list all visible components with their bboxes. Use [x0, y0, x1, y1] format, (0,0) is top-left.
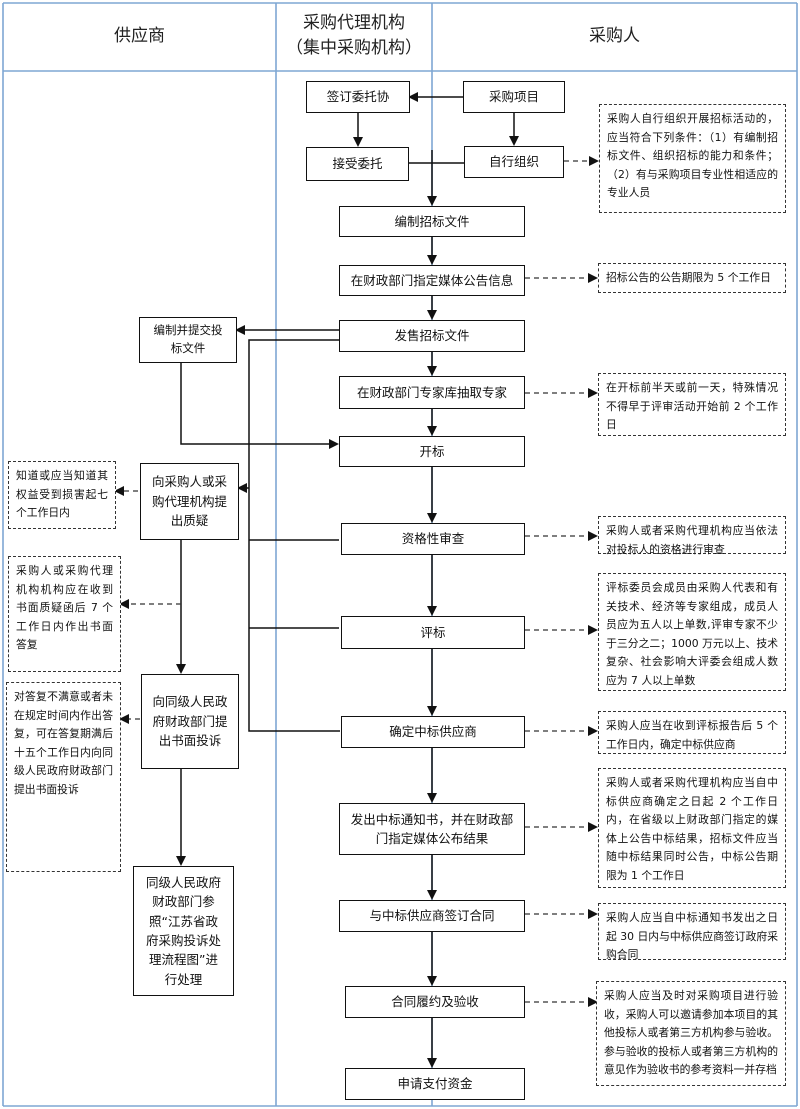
lane-purchaser-label: 采购人	[589, 25, 640, 46]
box-sign-entrust: 签订委托协	[306, 81, 410, 113]
lane-title-supplier: 供应商	[3, 0, 276, 72]
box-raise-query: 向采购人或采购代理机构提出质疑	[140, 463, 239, 540]
box-contract-acceptance: 合同履约及验收	[345, 986, 525, 1018]
lane-title-purchaser: 采购人	[432, 0, 797, 72]
box-announce-media: 在财政部门指定媒体公告信息	[339, 265, 525, 296]
box-procurement-project: 采购项目	[463, 81, 565, 113]
note-reply-deadline: 采购人或采购代理机构机构应在收到书面质疑函后 7 个工作日内作出书面答复	[8, 556, 121, 672]
box-bid-opening: 开标	[339, 436, 525, 467]
box-complaint: 向同级人民政府财政部门提出书面投诉	[141, 674, 239, 769]
note-evaluation-committee: 评标委员会成员由采购人代表和有关技术、经济等专家组成，成员人员应为五人以上单数,…	[598, 573, 786, 691]
note-confirm-winner: 采购人应当在收到评标报告后 5 个工作日内，确定中标供应商	[598, 711, 786, 754]
box-self-organize: 自行组织	[464, 146, 564, 178]
box-accept-entrust: 接受委托	[306, 147, 409, 181]
note-acceptance: 采购人应当及时对采购项目进行验收，采购人可以邀请参加本项目的其他投标人或者第三方…	[596, 981, 786, 1086]
box-qualification-review: 资格性审查	[341, 523, 525, 555]
lane-agency-label-line1: 采购代理机构	[303, 13, 405, 34]
box-confirm-winner: 确定中标供应商	[341, 716, 525, 748]
note-sign-contract-deadline: 采购人应当自中标通知书发出之日起 30 日内与中标供应商签订政府采购合同	[598, 903, 786, 961]
box-evaluation: 评标	[341, 616, 525, 649]
note-expert-timing: 在开标前半天或前一天，特殊情况不得早于评审活动开始前 2 个工作日	[598, 373, 786, 436]
note-qualification-review: 采购人或者采购代理机构应当依法对投标人的资格进行审查	[598, 516, 786, 556]
note-query-deadline: 知道或应当知道其权益受到损害起七个工作日内	[8, 461, 116, 529]
note-publish-result: 采购人或者采购代理机构应当自中标供应商确定之日起 2 个工作日内，在省级以上财政…	[598, 768, 786, 888]
box-prepare-bid-docs: 编制并提交投标文件	[139, 317, 237, 363]
box-prepare-tender-docs: 编制招标文件	[339, 206, 525, 237]
lane-title-agency: 采购代理机构 （集中采购机构）	[276, 0, 432, 72]
box-apply-payment: 申请支付资金	[345, 1068, 525, 1100]
box-sign-contract: 与中标供应商签订合同	[339, 900, 525, 932]
note-announcement-period: 招标公告的公告期限为 5 个工作日	[598, 263, 786, 293]
box-issue-award-notice: 发出中标通知书，并在财政部门指定媒体公布结果	[339, 803, 525, 855]
note-self-organize-conditions: 采购人自行组织开展招标活动的，应当符合下列条件：（1）有编制招标文件、组织招标的…	[599, 104, 786, 213]
box-extract-experts: 在财政部门专家库抽取专家	[339, 376, 525, 409]
box-finance-dept-process: 同级人民政府财政部门参照“江苏省政府采购投诉处理流程图”进行处理	[133, 866, 234, 996]
lane-supplier-label: 供应商	[114, 25, 165, 46]
box-sell-tender-docs: 发售招标文件	[339, 320, 525, 352]
note-complaint-deadline: 对答复不满意或者未在规定时间内作出答复，可在答复期满后十五个工作日内向同级人民政…	[6, 682, 121, 872]
lane-agency-label-line2: （集中采购机构）	[286, 38, 422, 58]
